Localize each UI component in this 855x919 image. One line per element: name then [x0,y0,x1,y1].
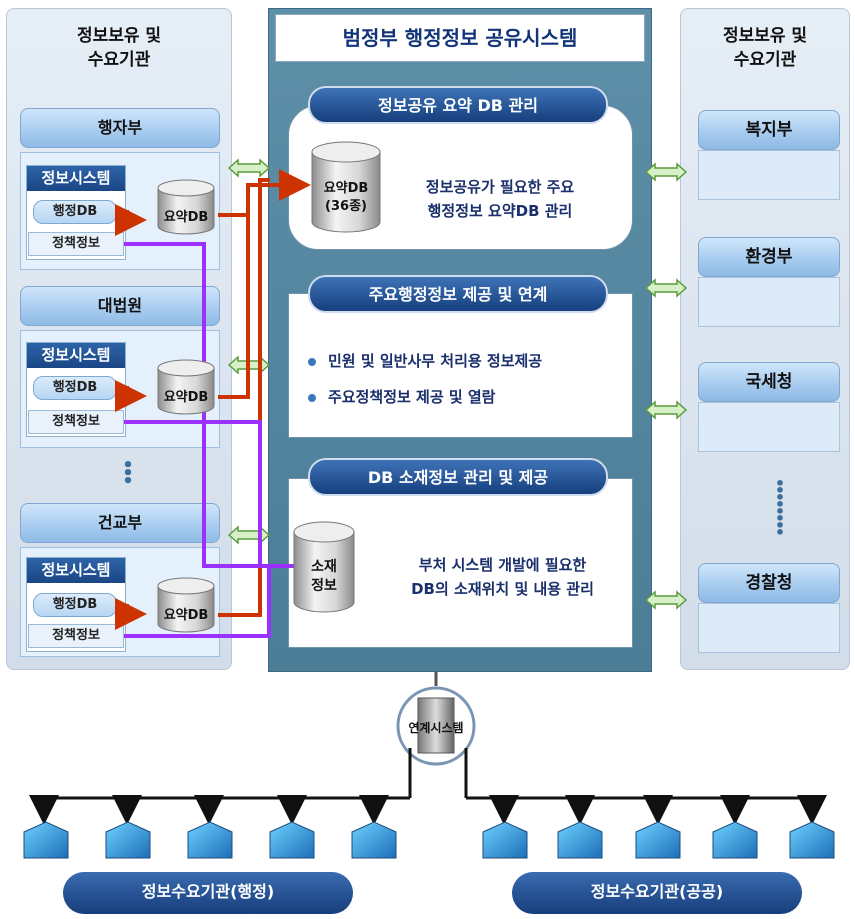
org-panel-env [698,277,840,327]
section-location-info-desc: 부처 시스템 개발에 필요한 DB의 소재위치 및 내용 관리 [411,556,594,598]
policy-info-chip[interactable]: 정책정보 [28,410,124,434]
bullet-dot [308,393,316,402]
summary-db-connector [115,169,311,630]
center-system-title: 범정부 행정정보 공유시스템 [275,14,645,62]
server-icon [396,672,476,766]
bullet-item: 민원 및 일반사무 처리용 정보제공 [308,350,628,372]
info-system-title: 정보시스템 [27,166,125,191]
section-summary-db-desc: 정보공유가 필요한 주요 행정정보 요약DB 관리 [425,178,575,220]
org-pill-moha[interactable]: 행자부 [20,108,220,148]
bullet-item: 주요정책정보 제공 및 열람 [308,386,628,408]
section-location-info-title: DB 소재정보 관리 및 제공 [308,458,608,496]
section-key-info-title: 주요행정정보 제공 및 연계 [308,275,608,313]
more-orgs-ellipsis: •••••••• [774,474,786,542]
bottom-label-public: 정보수요기관(공공) [512,872,802,914]
org-panel-nts [698,402,840,452]
summary-db-label: 요약DB [163,210,209,225]
policy-info-chip[interactable]: 정책정보 [28,624,124,648]
info-system-title: 정보시스템 [27,558,125,583]
section-location-info [288,478,633,648]
org-pill-moct[interactable]: 건교부 [20,503,220,543]
section-key-info [288,293,633,438]
policy-info-connector [124,242,294,638]
org-pill-env[interactable]: 환경부 [698,237,840,277]
org-panel-police [698,603,840,653]
right-column-title: 정보보유 및 수요기관 [722,26,808,70]
summary-db-label: 요약DB [163,390,209,405]
bottom-label-admin: 정보수요기관(행정) [63,872,353,914]
bullet-dot [308,357,316,366]
more-orgs-ellipsis: ••• [122,455,134,492]
org-pill-supreme-court[interactable]: 대법원 [20,286,220,326]
org-pill-nts[interactable]: 국세청 [698,362,840,402]
info-system-title: 정보시스템 [27,343,125,368]
org-pill-mohw[interactable]: 복지부 [698,110,840,150]
left-column-title: 정보보유 및 수요기관 [76,26,162,70]
database-cylinder [293,141,381,613]
org-panel-mohw [698,150,840,200]
policy-info-chip[interactable]: 정책정보 [28,232,124,256]
admin-db-chip[interactable]: 행정DB [33,376,117,400]
linkage-system-label: 연계시스템 [408,721,464,735]
org-pill-police[interactable]: 경찰청 [698,563,840,603]
summary-db-cylinder [157,179,215,633]
distribution-lines [44,748,816,800]
admin-db-chip[interactable]: 행정DB [33,593,117,617]
building-icon [23,821,835,859]
summary-db-label: 요약DB [163,608,209,623]
section-summary-db-title: 정보공유 요약 DB 관리 [308,86,608,124]
summary-db-center-label: 요약DB (36종) [323,181,369,214]
location-info-db-label: 소재 정보 [311,559,337,594]
down-arrow [29,795,827,825]
